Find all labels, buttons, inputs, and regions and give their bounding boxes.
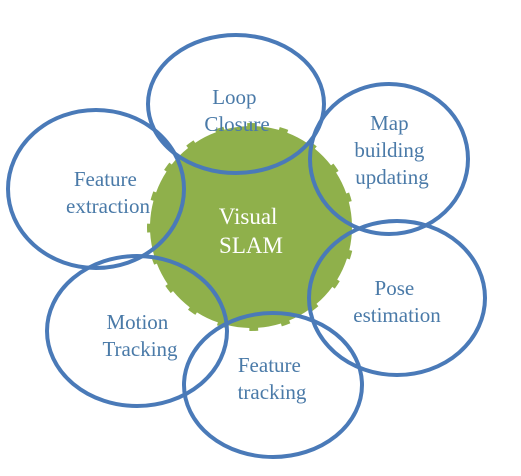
- motion-tracking-label: Motion Tracking: [102, 310, 178, 361]
- feature-tracking-label: Feature tracking: [238, 353, 307, 404]
- feature-extraction-circle: [6, 108, 186, 270]
- feature-extraction-line1: Feature: [74, 167, 137, 191]
- feature-extraction-line2: extraction: [66, 194, 150, 218]
- feature-tracking-circle: [182, 311, 364, 459]
- map-building-line3: updating: [355, 165, 429, 189]
- loop-closure-circle: [146, 33, 326, 175]
- pose-estimation-circle: [307, 219, 487, 377]
- pose-estimation-line2: estimation: [353, 303, 441, 327]
- motion-tracking-line2: Tracking: [102, 337, 178, 361]
- feature-tracking-line1: Feature: [238, 353, 301, 377]
- motion-tracking-circle: [45, 254, 229, 408]
- loop-closure-line1: Loop: [212, 85, 256, 109]
- center-label-line2: SLAM: [219, 233, 283, 258]
- feature-tracking-line2: tracking: [238, 380, 307, 404]
- center-label: Visual SLAM: [219, 204, 283, 258]
- pose-estimation-label: Pose estimation: [353, 276, 441, 327]
- pose-estimation-line1: Pose: [375, 276, 415, 300]
- map-building-circle: [308, 82, 470, 236]
- loop-closure-label: Loop Closure: [204, 85, 269, 136]
- map-building-line1: Map: [370, 111, 409, 135]
- motion-tracking-line1: Motion: [106, 310, 168, 334]
- map-building-label: Map building updating: [354, 111, 429, 189]
- center-label-line1: Visual: [219, 204, 278, 229]
- map-building-line2: building: [354, 138, 425, 162]
- loop-closure-line2: Closure: [204, 112, 269, 136]
- feature-extraction-label: Feature extraction: [66, 167, 150, 218]
